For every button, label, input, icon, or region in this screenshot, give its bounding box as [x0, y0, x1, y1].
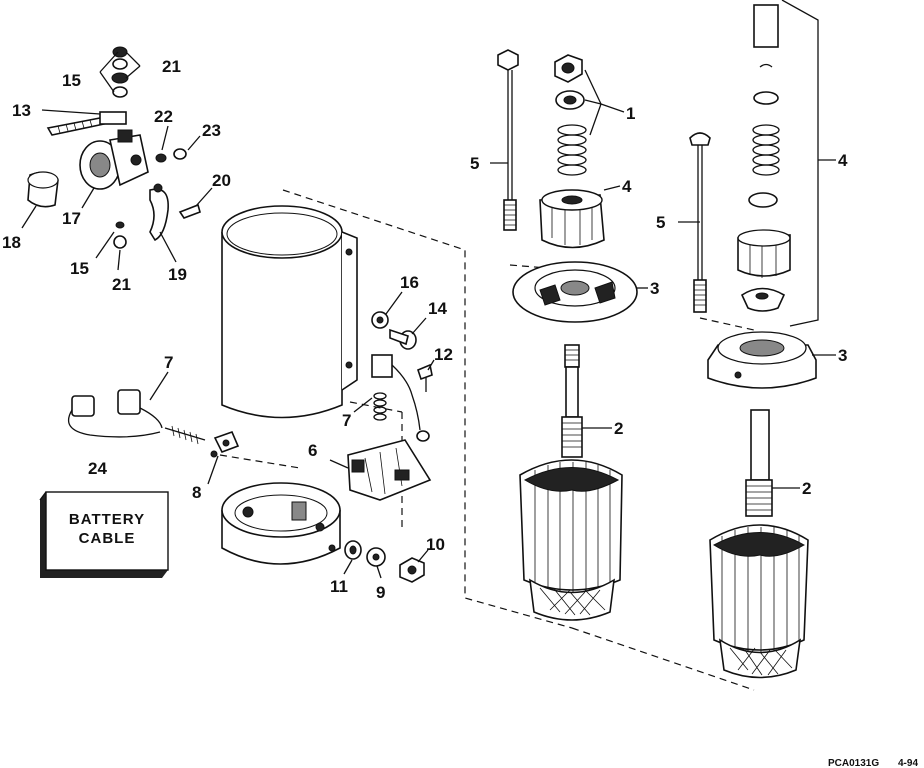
- callout-14: 14: [428, 299, 447, 318]
- screws-and-washer: [371, 311, 433, 392]
- washers-and-nut: [344, 540, 425, 583]
- callout-2-left: 2: [614, 419, 623, 438]
- right-drive-stack: [689, 4, 817, 389]
- brush-cable-assembly: [67, 389, 206, 445]
- callout-20: 20: [212, 171, 231, 190]
- callout-21-bottom: 21: [112, 275, 131, 294]
- callout-15-bottom: 15: [70, 259, 89, 278]
- callout-21-top: 21: [162, 57, 181, 76]
- page-ref: 4-94: [898, 758, 918, 768]
- right-armature: [709, 409, 809, 679]
- end-cap: [221, 482, 341, 565]
- battery-label-line1: BATTERY: [69, 511, 145, 528]
- figure-code: PCA0131G: [828, 758, 879, 768]
- callout-13: 13: [12, 101, 31, 120]
- callout-3-right: 3: [838, 346, 847, 365]
- brush-spring-assembly: [371, 354, 430, 442]
- callout-18: 18: [2, 233, 21, 252]
- callout-16: 16: [400, 273, 419, 292]
- callout-19: 19: [168, 265, 187, 284]
- battery-label-line2: CABLE: [79, 530, 136, 547]
- left-armature: [519, 344, 623, 621]
- solenoid-cluster: [27, 46, 201, 249]
- callout-10: 10: [426, 535, 445, 554]
- callout-8: 8: [192, 483, 201, 502]
- left-drive-stack: [497, 49, 638, 323]
- callout-12: 12: [434, 345, 453, 364]
- callout-3-left: 3: [650, 279, 659, 298]
- callout-4-left: 4: [622, 177, 632, 196]
- battery-cable-box: [39, 491, 169, 578]
- callout-2-right: 2: [802, 479, 811, 498]
- callout-numbers: 1 2 2 3 3 4 4 5 5 6 7 7 8 9 10 11 12 13 …: [2, 57, 848, 602]
- callout-17: 17: [62, 209, 81, 228]
- leader-lines: [21, 0, 836, 579]
- callout-22: 22: [154, 107, 173, 126]
- brush-plate: [347, 439, 432, 501]
- callout-11: 11: [330, 577, 348, 596]
- callout-4-right: 4: [838, 151, 848, 170]
- callout-5-left: 5: [470, 154, 479, 173]
- terminal-bracket: [210, 430, 240, 458]
- callout-24: 24: [88, 459, 107, 478]
- callout-23: 23: [202, 121, 221, 140]
- callout-1: 1: [626, 104, 635, 123]
- callout-7-left: 7: [164, 353, 173, 372]
- callout-9: 9: [376, 583, 385, 602]
- callout-7-right: 7: [342, 411, 351, 430]
- starter-housing: [221, 205, 358, 419]
- callout-5-right: 5: [656, 213, 665, 232]
- callout-15-top: 15: [62, 71, 81, 90]
- callout-6: 6: [308, 441, 317, 460]
